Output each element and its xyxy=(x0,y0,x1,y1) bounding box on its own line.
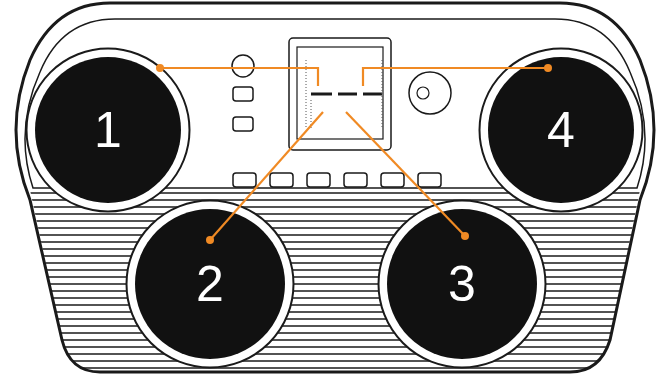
grille-stripe xyxy=(0,367,670,368)
pad-surface xyxy=(488,57,634,203)
callout-number: 3 xyxy=(448,259,476,309)
grille-stripe xyxy=(0,311,670,312)
grille-stripe xyxy=(0,325,670,326)
grille-stripe xyxy=(0,213,670,214)
drum-pad: 4 xyxy=(478,47,644,213)
pad-surface xyxy=(35,57,181,203)
pad-button xyxy=(233,173,256,187)
grille-stripe xyxy=(0,255,670,256)
pad-button xyxy=(344,173,367,187)
pad-surface xyxy=(135,209,285,359)
control-button xyxy=(233,87,253,101)
pad-button xyxy=(307,173,330,187)
callout-number: 1 xyxy=(94,105,122,155)
pad-rim xyxy=(379,201,546,368)
grille-stripe xyxy=(0,234,670,235)
grille-stripe xyxy=(0,220,670,221)
grille-stripe xyxy=(0,346,670,347)
pad-rim xyxy=(27,49,190,212)
grille-stripe xyxy=(0,297,670,298)
pad-button xyxy=(381,173,404,187)
grille-stripe xyxy=(0,339,670,340)
callout-number: 4 xyxy=(547,105,575,155)
display-screen xyxy=(297,47,383,139)
button-row xyxy=(233,173,441,187)
grille-stripe xyxy=(0,304,670,305)
grille-stripe xyxy=(0,290,670,291)
display-segments xyxy=(311,93,382,96)
leader-dot xyxy=(544,64,552,72)
grille-stripe xyxy=(0,283,670,284)
display-dots xyxy=(306,60,382,128)
grille-stripe xyxy=(0,360,670,361)
drum-pad: 1 xyxy=(25,47,191,213)
leader-line xyxy=(160,68,318,86)
leader-line xyxy=(210,112,323,240)
leader-line xyxy=(363,68,548,86)
grille-stripe xyxy=(0,262,670,263)
leader-dot xyxy=(461,232,469,240)
leader-dot xyxy=(156,64,164,72)
volume-knob xyxy=(409,72,451,114)
leader-dot xyxy=(206,236,214,244)
pad-button xyxy=(270,173,293,187)
volume-knob-mark xyxy=(417,87,429,99)
drum-pad: 2 xyxy=(125,199,295,369)
drum-pad: 3 xyxy=(377,199,547,369)
display-frame xyxy=(289,38,391,150)
control-button xyxy=(233,117,253,131)
pad-button xyxy=(418,173,441,187)
grille-stripe xyxy=(0,353,670,354)
callout-number: 2 xyxy=(196,259,224,309)
grille-stripe xyxy=(0,241,670,242)
grille-stripe xyxy=(0,318,670,319)
grille-stripe xyxy=(0,276,670,277)
pad-rim xyxy=(127,201,294,368)
pad-surface xyxy=(387,209,537,359)
control-dial xyxy=(232,55,254,77)
grille-stripe xyxy=(0,332,670,333)
grille-stripe xyxy=(0,227,670,228)
leader-line xyxy=(346,112,465,236)
pad-rim xyxy=(480,49,643,212)
grille-stripe xyxy=(0,248,670,249)
grille-stripe xyxy=(0,269,670,270)
speaker-grille xyxy=(0,193,670,368)
device-body xyxy=(16,3,654,372)
